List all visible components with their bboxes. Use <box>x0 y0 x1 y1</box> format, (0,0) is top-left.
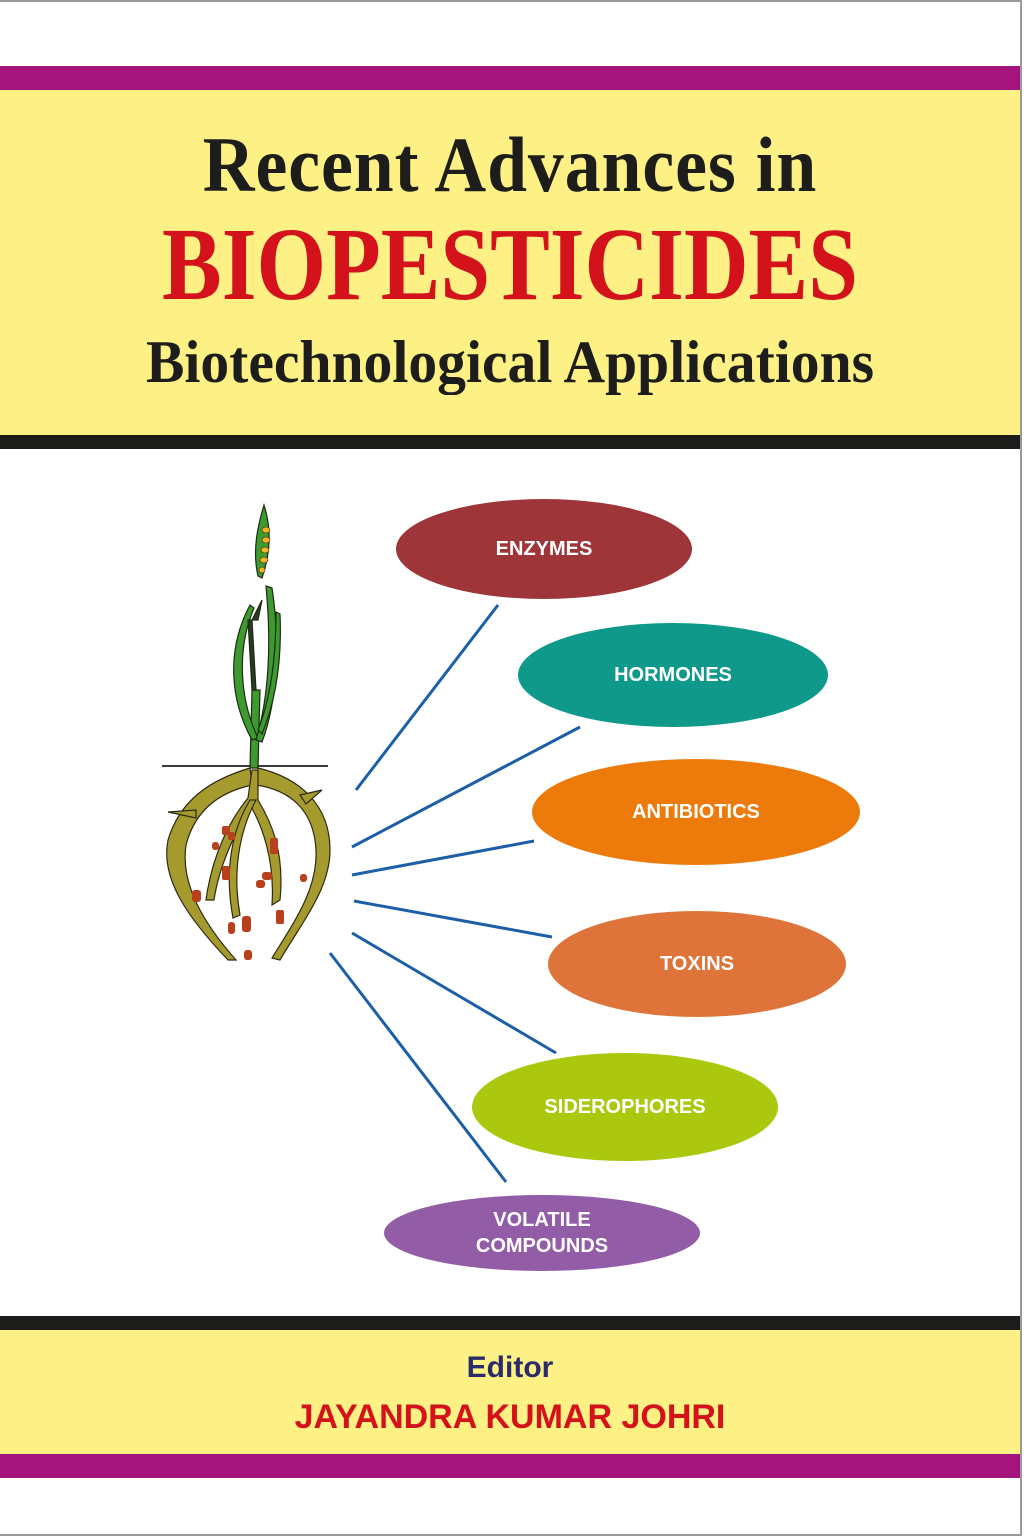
title-line-1: Recent Advances in <box>202 121 818 208</box>
title-main: BIOPESTICIDES <box>162 207 858 322</box>
node-antibiotics: ANTIBIOTICS <box>532 759 860 865</box>
node-label: SIDEROPHORES <box>544 1096 706 1118</box>
node-enzymes: ENZYMES <box>396 499 692 599</box>
top-black-rule <box>0 435 1020 449</box>
title-panel <box>0 90 1020 435</box>
node-hormones: HORMONES <box>518 623 828 727</box>
node-label: ENZYMES <box>495 538 593 560</box>
node-label: VOLATILE COMPOUNDS <box>475 1209 609 1257</box>
node-label: ANTIBIOTICS <box>632 801 760 823</box>
node-label: TOXINS <box>659 953 735 975</box>
node-label: HORMONES <box>614 664 732 686</box>
subtitle: Biotechnological Applications <box>145 329 875 395</box>
bottom-purple-band <box>0 1454 1020 1478</box>
editor-panel <box>0 1330 1020 1454</box>
bottom-black-rule <box>0 1316 1020 1330</box>
connector-lines <box>328 604 581 1183</box>
editor-name: JAYANDRA KUMAR JOHRI <box>294 1398 726 1436</box>
editor-label: Editor <box>466 1351 554 1384</box>
top-purple-band <box>0 66 1020 90</box>
node-toxins: TOXINS <box>548 911 846 1017</box>
plant-illustration <box>162 502 581 1183</box>
node-volatile-compounds: VOLATILE COMPOUNDS <box>384 1195 700 1271</box>
node-siderophores: SIDEROPHORES <box>472 1053 778 1161</box>
biopesticide-diagram: ENZYMES HORMONES ANTIBIOTICS TOXINS SIDE… <box>0 449 1020 1319</box>
